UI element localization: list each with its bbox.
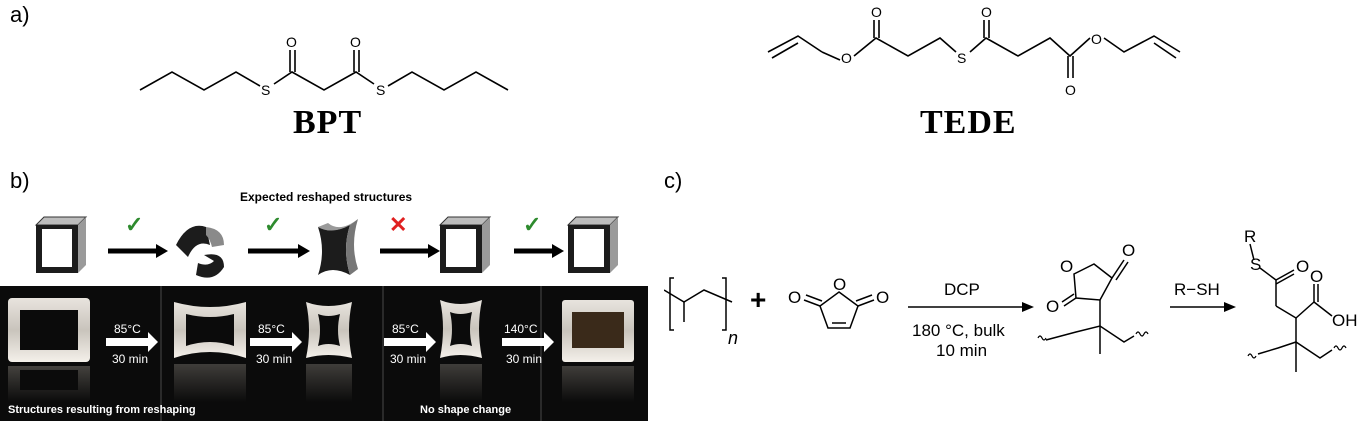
panel-c-label: c) [664, 168, 683, 193]
product1-oxygen-ring: O [1060, 257, 1073, 276]
pinched-shape [318, 219, 358, 275]
check-mark-icon-2: ✓ [264, 212, 283, 237]
anhydride-oxygen-left: O [788, 288, 801, 307]
sample-photo-4 [440, 300, 482, 402]
sample-photo-strip: 85°C 30 min 85°C 30 min 85°C 30 min 140°… [0, 286, 648, 421]
condition-time-3: 30 min [390, 352, 427, 366]
product2-r-group: R [1244, 227, 1256, 246]
grafted-anhydride-structure: O O O [1037, 241, 1149, 354]
bpt-sulfur-2: S [376, 82, 385, 98]
caption-no-shape-change: No shape change [420, 404, 512, 416]
tede-oxygen-carbonyl-1: O [871, 4, 882, 20]
bpt-sulfur-1: S [261, 82, 270, 98]
product2-oxygen-thioester: O [1296, 257, 1309, 276]
cross-mark-icon: ✕ [389, 212, 408, 237]
check-mark-icon-3: ✓ [523, 212, 542, 237]
condition-temp-4: 140°C [504, 322, 538, 336]
reagent-thiol: R−SH [1174, 280, 1220, 299]
twisted-shape [176, 225, 224, 278]
repeat-unit-subscript: n [728, 328, 738, 348]
square-frame-shape-2 [438, 216, 492, 273]
condition-time-2: 30 min [256, 352, 293, 366]
tede-name: TEDE [920, 104, 1017, 141]
sample-photo-1 [8, 298, 90, 402]
photo-arrows [106, 332, 554, 352]
photo-samples [0, 286, 648, 421]
bpt-name: BPT [293, 104, 363, 141]
conditions-line-2: 10 min [936, 341, 988, 360]
bpt-oxygen-1: O [286, 34, 297, 50]
condition-temp-3: 85°C [392, 322, 419, 336]
tede-oxygen-ester-2: O [1091, 31, 1102, 47]
condition-time-4: 30 min [506, 352, 543, 366]
reagent-dcp: DCP [944, 280, 980, 299]
plus-sign: + [750, 284, 767, 315]
polypropylene-structure: n [664, 277, 738, 348]
condition-temp-1: 85°C [114, 322, 141, 336]
condition-temp-2: 85°C [258, 322, 285, 336]
tede-oxygen-ester-1: O [841, 50, 852, 66]
product1-oxygen-top: O [1122, 241, 1135, 260]
panel-b-label: b) [10, 168, 30, 193]
caption-reshaping: Structures resulting from reshaping [8, 404, 196, 416]
bpt-oxygen-2: O [350, 34, 361, 50]
square-frame-shape-1 [34, 216, 88, 273]
schematic-row [34, 216, 620, 278]
tede-structure: O O S O O O [767, 4, 1181, 98]
reaction-arrow-2 [1170, 302, 1236, 312]
tede-sulfur: S [957, 50, 966, 66]
product1-oxygen-left: O [1046, 297, 1059, 316]
tede-oxygen-carbonyl-3: O [1065, 82, 1076, 98]
product2-oxygen-acid: O [1310, 267, 1323, 286]
sample-photo-2 [174, 302, 246, 402]
check-mark-icon-1: ✓ [125, 212, 144, 237]
condition-time-1: 30 min [112, 352, 149, 366]
sample-photo-5 [562, 300, 634, 402]
maleic-anhydride-structure: O O O [788, 275, 889, 329]
product2-hydroxyl: OH [1332, 311, 1358, 330]
conditions-line-1: 180 °C, bulk [912, 321, 1005, 340]
panel-a-label: a) [10, 2, 30, 27]
tede-oxygen-carbonyl-2: O [981, 4, 992, 20]
anhydride-oxygen-ring: O [833, 275, 846, 294]
expected-structures-header: Expected reshaped structures [240, 190, 413, 204]
thioester-product-structure: R S O O OH [1244, 227, 1358, 372]
anhydride-oxygen-right: O [876, 288, 889, 307]
reaction-arrow-1 [908, 302, 1034, 312]
square-frame-shape-3 [566, 216, 620, 273]
bpt-structure: O O S S [139, 34, 509, 98]
sample-photo-3 [306, 302, 352, 402]
product2-sulfur: S [1250, 255, 1261, 274]
